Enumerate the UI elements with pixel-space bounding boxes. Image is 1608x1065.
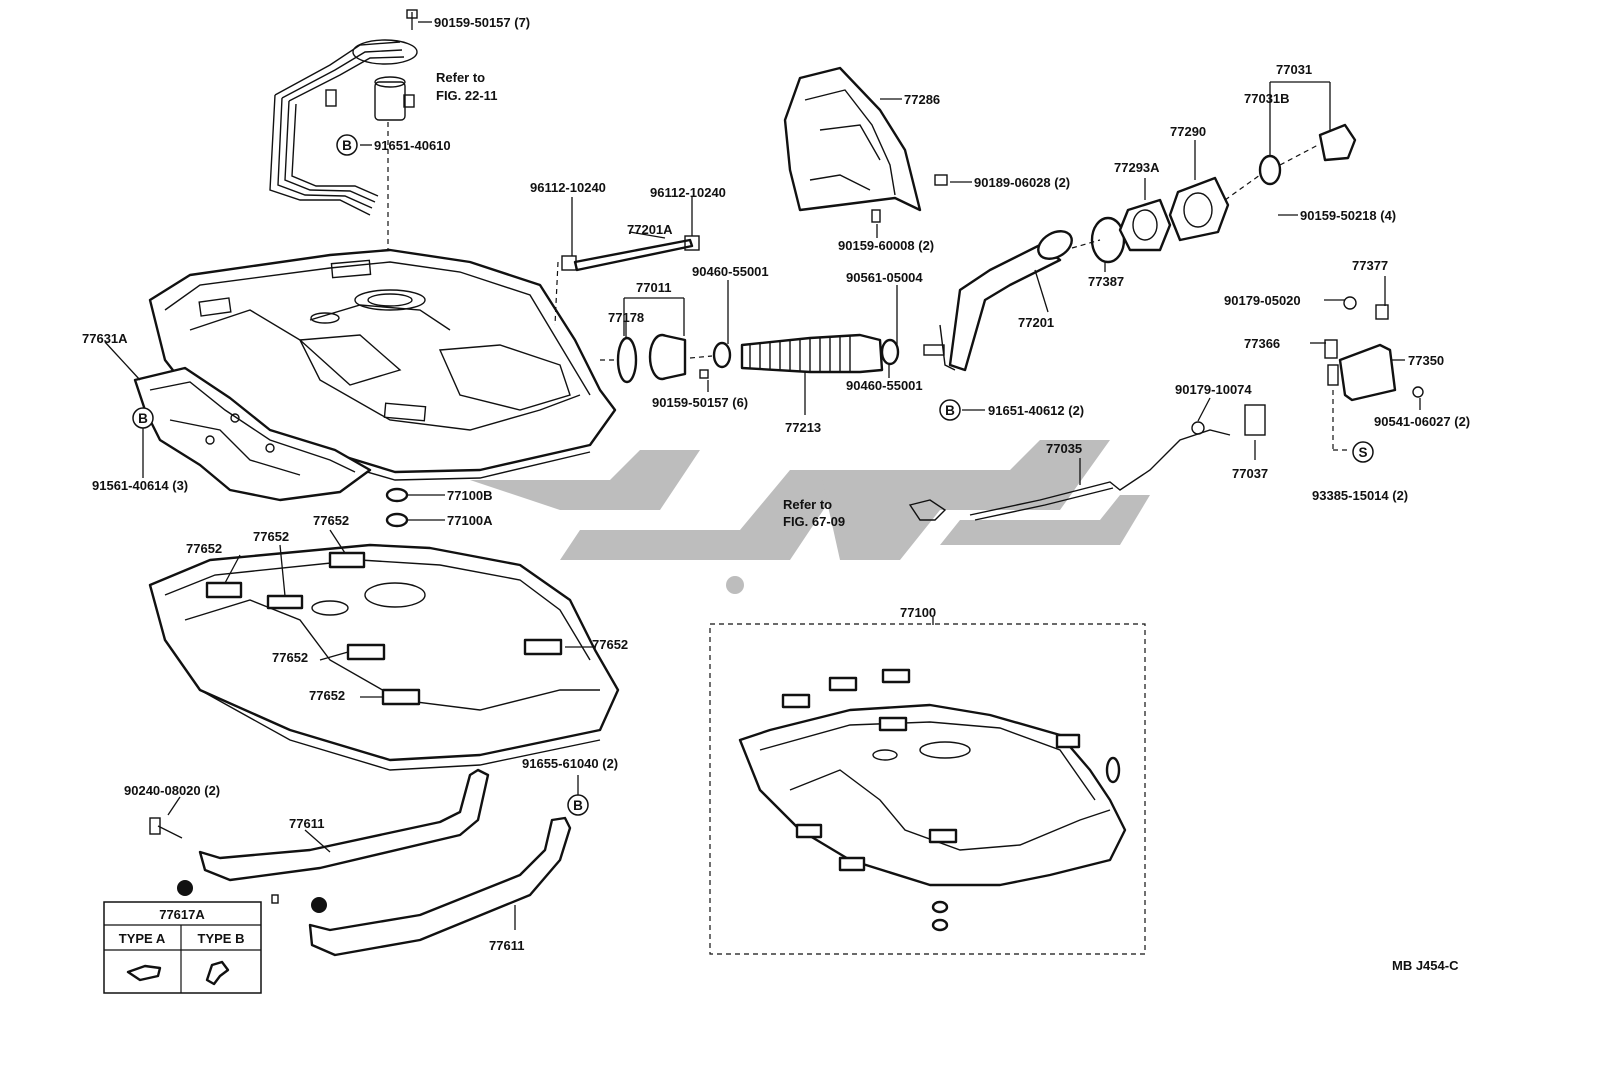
b-marker-4 [567,794,589,816]
black-dot-marker-2 [311,897,327,913]
b-marker-3 [939,399,961,421]
callout-36: FIG. 67-09 [783,514,845,529]
fuel-lid-assembly [1324,296,1424,451]
callout-42: 77652 [253,529,289,544]
callout-40: 77100A [447,513,493,528]
clip-type-b-icon [205,960,230,986]
callout-12: 77213 [785,420,821,435]
reference-markers: B B B B S [132,134,1374,913]
black-dot-marker-1 [177,880,193,896]
callout-34: 77035 [1046,441,1082,456]
callout-16: 90561-05004 [846,270,923,285]
fuel-tank-lower [148,543,620,771]
legend-type-b: TYPE B [198,931,245,946]
b-marker-4-text: B [573,798,583,813]
b-marker-3-text: B [945,403,955,418]
callout-44: 77652 [592,637,628,652]
callout-29: 77350 [1408,353,1444,368]
fuel-tank-straps [149,768,572,957]
callout-2: Refer to [436,70,485,85]
callout-11: 90159-50157 (6) [652,395,748,410]
legend-title: 77617A [159,907,205,922]
callout-39: 77100B [447,488,493,503]
callout-15: 90159-60008 (2) [838,238,934,253]
callout-21: 77293A [1114,160,1160,175]
callout-4: 91651-40610 [374,138,451,153]
callout-51: 77611 [489,938,524,953]
callout-10: 90460-55001 [692,264,769,279]
callout-49: 77611 [289,816,324,831]
callout-27: 90179-05020 [1224,293,1301,308]
heat-insulator-plate [133,366,372,502]
s-marker [1352,441,1374,463]
callout-7: 77201A [627,222,673,237]
callout-17: 90460-55001 [846,378,923,393]
clip-type-a-icon [126,964,162,982]
b-marker-2 [132,407,154,429]
callout-50: 91655-61040 (2) [522,756,618,771]
leader-lines [104,21,1421,930]
callout-33: 77037 [1232,466,1268,481]
rubber-bushings [385,487,445,528]
callout-26: 77377 [1352,258,1388,273]
callout-30: 90541-06027 (2) [1374,414,1470,429]
sender-gauge-assembly [269,9,418,285]
callout-37: 77631A [82,331,128,346]
fuel-tank-assembly-box [709,623,1146,955]
callout-8: 77011 [636,280,671,295]
callout-46: 77652 [309,688,345,703]
callout-25: 90159-50218 (4) [1300,208,1396,223]
callout-22: 77290 [1170,124,1206,139]
callout-labels: 90159-50157 (7) Refer to FIG. 22-11 9165… [82,15,1470,973]
b-marker-1 [336,134,358,156]
watermark-logo [470,440,1150,594]
callout-43: 77652 [186,541,222,556]
legend-type-a: TYPE A [119,931,166,946]
callout-14: 90189-06028 (2) [974,175,1070,190]
callout-31: 93385-15014 (2) [1312,488,1408,503]
callout-24: 77031B [1244,91,1290,106]
fuel-tank-upper [148,248,617,481]
filler-hose-group [554,235,900,384]
filler-neck-shield [783,66,948,223]
callout-48: 90240-08020 (2) [124,783,220,798]
b-marker-2-text: B [138,411,148,426]
s-marker-text: S [1358,445,1367,460]
callout-9: 77178 [608,310,644,325]
callout-3: FIG. 22-11 [436,88,497,103]
figure-code: MB J454-C [1392,958,1459,973]
callout-6: 96112-10240 [650,185,726,200]
callout-18: 91651-40612 (2) [988,403,1084,418]
callout-47: 77100 [900,605,936,620]
callout-19: 77201 [1018,315,1054,330]
callout-38: 91561-40614 (3) [92,478,188,493]
callout-32: 90179-10074 [1175,382,1252,397]
callout-45: 77652 [272,650,308,665]
callout-41: 77652 [313,513,349,528]
callout-28: 77366 [1244,336,1280,351]
filler-pipe [923,230,1073,372]
callout-1: 90159-50157 (7) [434,15,530,30]
callout-23: 77031 [1276,62,1312,77]
callout-20: 77387 [1088,274,1124,289]
lid-opener-cable [908,404,1266,521]
b-marker-1-text: B [342,138,352,153]
clip-type-legend: 77617A TYPE A TYPE B [103,901,262,994]
callout-13: 77286 [904,92,940,107]
filler-gaskets [1071,123,1357,264]
callout-5: 96112-10240 [530,180,606,195]
callout-35: Refer to [783,497,832,512]
